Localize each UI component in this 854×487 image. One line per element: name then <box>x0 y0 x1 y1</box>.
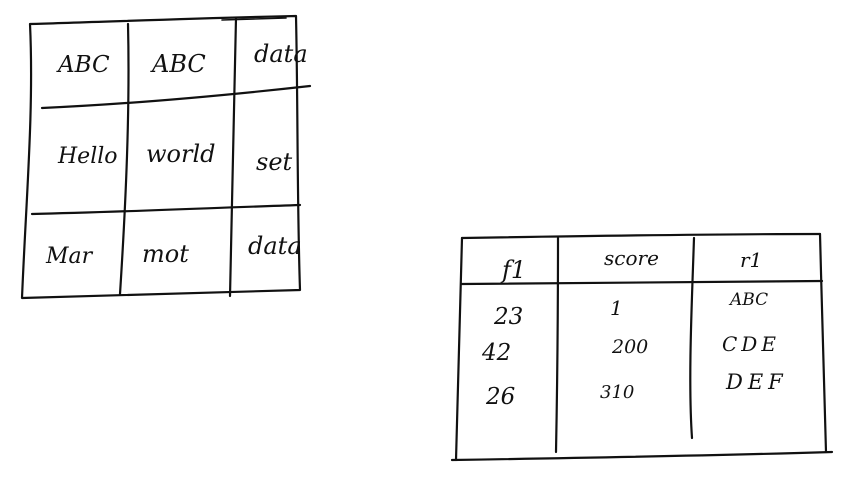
left-cell-r2-c3: set <box>256 148 293 176</box>
right-cell-r1-c2: 1 <box>610 296 623 320</box>
left-table-border <box>20 14 302 300</box>
right-cell-r1-c3: ABC <box>730 290 769 310</box>
right-cell-r3-c2: 310 <box>600 382 635 403</box>
right-cell-r3-c3: DEF <box>726 370 788 394</box>
right-cell-r3-c1: 26 <box>486 384 516 410</box>
left-table-col-line-2 <box>228 16 238 298</box>
left-table-row-line-1 <box>40 84 312 110</box>
right-cell-r1-c1: 23 <box>494 304 524 330</box>
right-table-lines <box>450 232 834 462</box>
right-header-c3: r1 <box>740 248 763 272</box>
right-table-col-line-2 <box>689 236 696 440</box>
left-table-col-line-1 <box>118 22 130 296</box>
right-cell-r2-c1: 42 <box>482 340 512 366</box>
left-cell-r2-c2: world <box>146 140 216 168</box>
left-cell-r1-c1: ABC <box>58 52 110 78</box>
left-table-lines <box>20 14 312 300</box>
left-cell-r3-c2: mot <box>142 240 189 268</box>
left-cell-r3-c1: Mar <box>46 244 93 269</box>
right-table-top-line <box>460 232 822 240</box>
right-header-c1: f1 <box>502 256 527 284</box>
left-cell-r3-c3: data <box>248 232 302 260</box>
right-header-c2: score <box>604 246 659 270</box>
left-cell-r1-c3: data <box>254 40 308 68</box>
right-table-right-line <box>818 232 828 454</box>
right-cell-r2-c3: CDE <box>722 332 780 356</box>
left-table-row-line-2 <box>30 203 302 216</box>
right-table-left-line <box>454 236 464 462</box>
left-cell-r2-c1: Hello <box>58 144 118 169</box>
right-table-header-line <box>460 279 824 286</box>
right-table-col-line-1 <box>554 236 560 454</box>
left-table-top-overhang <box>221 17 287 21</box>
right-cell-r2-c2: 200 <box>612 336 649 358</box>
right-table-bottom-line <box>450 450 834 462</box>
left-cell-r1-c2: ABC <box>152 50 206 78</box>
